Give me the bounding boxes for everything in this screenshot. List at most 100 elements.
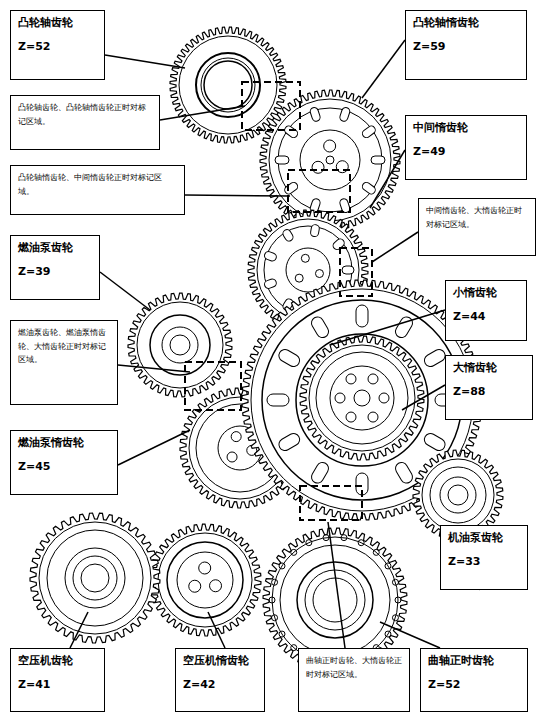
gear-feature <box>346 412 356 422</box>
gear-slot <box>422 431 447 452</box>
gear-feature <box>354 390 370 406</box>
gear-slot <box>267 394 289 406</box>
gear-slot <box>371 156 385 164</box>
gear-label: 燃油泵惰齿轮 <box>18 436 110 450</box>
gear-label: Z=45 <box>18 460 110 474</box>
timing-mark-region <box>300 486 362 520</box>
gear-label: 凸轮轴齿轮 <box>18 16 97 30</box>
gear-feature <box>272 579 278 585</box>
leader-line <box>105 55 185 68</box>
camshaft-idler-gear <box>260 90 400 230</box>
gear-slot <box>277 347 302 368</box>
gear-label: Z=44 <box>453 310 519 324</box>
small-idler-gear <box>300 336 424 460</box>
gear-label: 大惰齿轮 <box>453 361 525 375</box>
gear-feature <box>448 485 468 505</box>
label-box: 大惰齿轮Z=88 <box>445 355 533 420</box>
timing-mark-region <box>185 362 241 410</box>
gear-feature <box>269 597 275 603</box>
gear-feature <box>278 108 382 212</box>
gear-slot <box>393 315 414 340</box>
gear-slot <box>393 460 414 485</box>
gear-feature <box>373 549 379 555</box>
leader-line <box>328 522 345 648</box>
leader-line <box>372 232 418 262</box>
gear-label: Z=52 <box>18 40 97 54</box>
gear-feature <box>395 597 401 603</box>
gear-feature <box>137 302 223 388</box>
gear-feature <box>65 548 125 608</box>
gear-feature <box>150 315 210 375</box>
label-box: 中间惰齿轮Z=49 <box>405 115 527 180</box>
gear-feature <box>301 254 309 262</box>
gear-teeth <box>128 293 232 397</box>
gear-slot <box>310 224 320 237</box>
label-box: 凸轮轴齿轮、凸轮轴惰齿轮正时对标记区域。 <box>10 95 160 150</box>
gear-teeth <box>260 90 400 230</box>
gear-slot <box>361 181 377 196</box>
gear-feature <box>341 535 347 541</box>
gear-feature <box>162 327 198 363</box>
label-box: 曲轴正时齿轮Z=52 <box>420 648 528 712</box>
gear-slot <box>356 305 368 327</box>
gear-feature <box>231 432 241 442</box>
leader-line <box>160 106 245 120</box>
gear-label: 凸轮轴惰齿轮 <box>413 16 519 30</box>
timing-mark-region <box>288 170 350 212</box>
fuel-pump-gear <box>128 293 232 397</box>
gear-feature <box>199 562 211 574</box>
air-compressor-gear <box>30 513 160 643</box>
gear-feature <box>280 545 390 655</box>
gear-feature <box>313 578 357 622</box>
leader-line <box>100 272 150 310</box>
gear-feature <box>201 58 255 112</box>
gear-slot <box>263 251 277 263</box>
gear-feature <box>179 36 277 134</box>
gear-feature <box>379 393 389 403</box>
gear-feature <box>385 563 391 569</box>
gear-slot <box>309 106 321 122</box>
gear-slot <box>277 431 302 452</box>
label-box: 燃油泵惰齿轮 Z=45 <box>10 430 118 495</box>
gear-feature <box>170 335 190 355</box>
leader-line <box>380 622 440 648</box>
label-box: 空压机惰齿轮Z=42 <box>175 648 265 712</box>
timing-note: 中间惰齿轮、大惰齿轮正时对标记区域。 <box>426 204 528 231</box>
timing-mark-region <box>242 82 300 130</box>
gear-slot <box>263 278 277 290</box>
gear-feature <box>330 366 394 430</box>
leader-line <box>70 612 88 648</box>
leader-line <box>185 195 290 196</box>
gear-label: Z=59 <box>413 40 519 54</box>
gear-feature <box>39 522 151 634</box>
gear-feature <box>324 140 336 152</box>
leader-line <box>370 150 405 208</box>
gear-feature <box>196 53 260 117</box>
gear-feature <box>430 467 486 523</box>
gear-slot <box>342 266 354 274</box>
gear-slot <box>283 124 299 139</box>
label-box: 凸轮轴齿轮 Z=52 <box>10 10 105 80</box>
timing-note: 凸轮轴齿轮、凸轮轴惰齿轮正时对标记区域。 <box>18 101 152 128</box>
leader-line <box>362 40 405 98</box>
gear-feature <box>368 374 378 384</box>
gear-feature <box>272 615 278 621</box>
gear-feature <box>227 452 237 462</box>
gear-label: 空压机惰齿轮 <box>183 654 257 668</box>
gear-feature <box>279 631 285 637</box>
gear-feature <box>73 556 117 600</box>
air-compressor-idler-gear <box>149 524 261 636</box>
gear-label: 机油泵齿轮 <box>448 531 520 545</box>
gear-feature <box>189 580 201 592</box>
gear-feature <box>306 540 312 546</box>
gear-feature <box>358 540 364 546</box>
label-box: 曲轴正时齿轮、大惰齿轮正时对标记区域。 <box>298 648 410 712</box>
gear-teeth <box>149 524 261 636</box>
gear-feature <box>316 352 408 444</box>
gear-feature <box>279 563 285 569</box>
gear-label: Z=39 <box>18 265 92 279</box>
gear-feature <box>286 248 330 292</box>
leader-line <box>118 365 190 372</box>
gear-teeth <box>300 336 424 460</box>
gear-feature <box>296 334 428 466</box>
